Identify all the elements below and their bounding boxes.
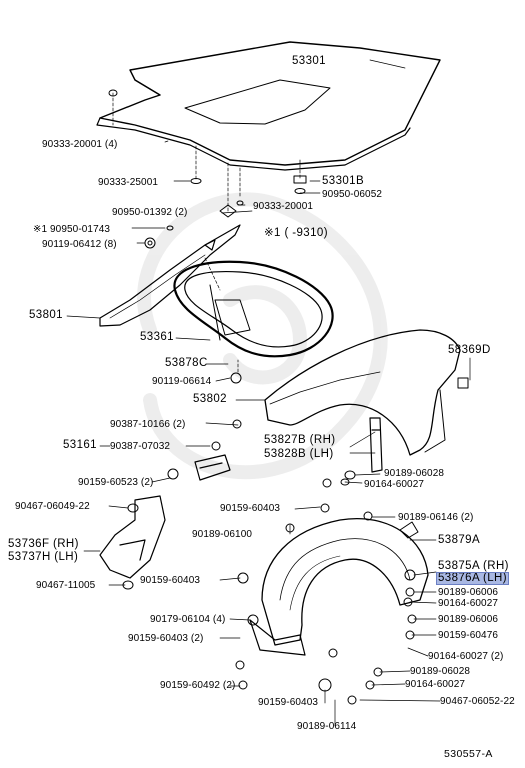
label-90189-06114: 90189-06114 (297, 721, 357, 732)
hood-seal (173, 260, 334, 358)
label-53828B: 53828B (LH) (264, 448, 334, 460)
label-58369D: 58369D (448, 344, 491, 356)
label-53878C: 53878C (165, 357, 208, 369)
note-mark: ※1 (264, 227, 281, 239)
label-90467-11005: 90467-11005 (36, 580, 96, 591)
label-90189-06028-top: 90189-06028 (384, 468, 445, 479)
label-90950-01392: 90950-01392 (2) (112, 207, 188, 218)
label-90159-60403-2: 90159-60403 (2) (128, 633, 204, 644)
fender-bracket (369, 417, 383, 473)
label-90159-60492: 90159-60492 (2) (160, 680, 236, 691)
front-fender-right (264, 329, 461, 456)
label-90159-60403-top: 90159-60403 (220, 503, 281, 514)
side-bracket (194, 454, 231, 481)
label-53802: 53802 (193, 393, 227, 405)
label-90189-06006-b: 90189-06006 (438, 614, 499, 625)
solid-leaders (66, 59, 471, 727)
label-90333-25001: 90333-25001 (98, 177, 159, 188)
label-90159-60476: 90159-60476 (438, 630, 499, 641)
label-53301B: 53301B (322, 175, 365, 187)
side-seal (99, 495, 166, 579)
label-53736F: 53736F (RH) (8, 538, 79, 550)
watermark-emblem (137, 192, 388, 480)
label-90164-60027-2: 90164-60027 (2) (428, 651, 504, 662)
label-53737H: 53737H (LH) (8, 551, 79, 563)
note-range-text: ( -9310) (284, 227, 328, 239)
label-53827B: 53827B (RH) (264, 434, 336, 446)
label-53801: 53801 (29, 309, 63, 321)
label-90333-20001: 90333-20001 (253, 201, 314, 212)
label-90159-60403-mid: 90159-60403 (140, 575, 201, 586)
fastener-icons (108, 89, 469, 705)
label-53161: 53161 (63, 439, 97, 451)
label-90189-06100: 90189-06100 (192, 529, 253, 540)
diagram-code: 530557-A (444, 748, 493, 760)
label-90189-06006-a: 90189-06006 (438, 587, 499, 598)
label-90164-60027-top: 90164-60027 (364, 479, 425, 490)
label-90179-06104: 90179-06104 (4) (150, 614, 226, 625)
label-90950-06052: 90950-06052 (322, 189, 383, 200)
note-range: ※1 ( -9310) (264, 227, 328, 239)
label-90119-06412: 90119-06412 (8) (42, 239, 117, 250)
label-53301: 53301 (292, 55, 326, 67)
label-90164-60027-bot: 90164-60027 (405, 679, 466, 690)
label-90333-20001-4: 90333-20001 (4) (42, 139, 118, 150)
label-53876A-highlighted[interactable]: 53876A (LH) (436, 572, 509, 585)
fender-apron-left (99, 224, 241, 327)
label-90950-01743: ※1 90950-01743 (33, 224, 111, 235)
label-90387-07032: 90387-07032 (110, 441, 171, 452)
label-53875A: 53875A (RH) (438, 560, 509, 572)
hood-panel (96, 41, 441, 171)
label-90159-60523: 90159-60523 (2) (78, 477, 154, 488)
label-53361: 53361 (140, 331, 174, 343)
label-53879A: 53879A (438, 534, 481, 546)
label-90189-06146: 90189-06146 (2) (398, 512, 474, 523)
label-90467-06052: 90467-06052-22 (440, 696, 515, 707)
label-90164-60027-b: 90164-60027 (438, 598, 499, 609)
label-90119-06614: 90119-06614 (152, 376, 212, 387)
label-90159-60403-bot: 90159-60403 (258, 697, 319, 708)
label-90387-10166: 90387-10166 (2) (110, 419, 186, 430)
fender-liner (249, 518, 429, 656)
label-90189-06028-bot: 90189-06028 (410, 666, 471, 677)
label-90467-06049: 90467-06049-22 (15, 501, 90, 512)
